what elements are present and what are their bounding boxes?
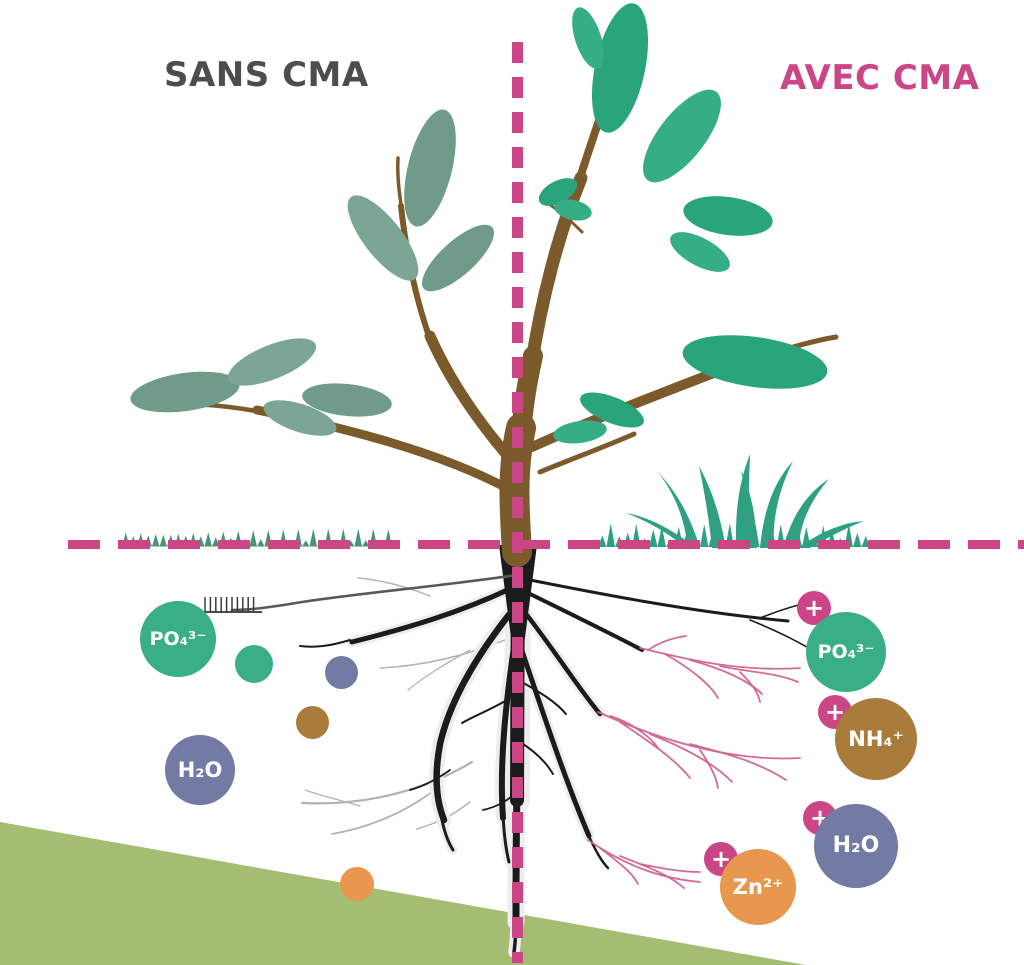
nutrient-label: H₂O bbox=[832, 833, 880, 858]
leaf-icon bbox=[347, 195, 419, 281]
leaf-icon bbox=[227, 338, 317, 386]
nutrient-bubble-h2o-left: H₂O bbox=[165, 735, 235, 805]
soil-wedge bbox=[0, 822, 806, 965]
nutrient-label: H₂O bbox=[177, 757, 223, 782]
leaf-icon bbox=[670, 232, 730, 272]
nutrient-bubble-dot-brown-left bbox=[296, 706, 329, 739]
label-sans-cma: SANS CMA bbox=[164, 55, 369, 95]
leaf-icon bbox=[263, 400, 337, 436]
tree-leaves bbox=[130, 3, 828, 444]
nutrient-bubble-dot-orange-left bbox=[340, 867, 374, 901]
leaf-icon bbox=[553, 420, 607, 444]
nutrient-bubble-zn-right: Zn²⁺ bbox=[720, 849, 796, 925]
nutrient-bubble-po4-right: PO₄³⁻ bbox=[806, 612, 886, 692]
label-avec-cma: AVEC CMA bbox=[780, 58, 980, 98]
leaf-icon bbox=[572, 7, 604, 69]
nutrient-bubble-nh4-right: NH₄⁺ bbox=[835, 698, 917, 780]
leaf-icon bbox=[591, 3, 649, 133]
nutrient-bubble-h2o-right: H₂O bbox=[814, 804, 898, 888]
nutrient-label: PO₄³⁻ bbox=[149, 627, 207, 650]
grass-tuft-icon bbox=[626, 454, 864, 548]
mycorrhizae-hyphae-icon bbox=[587, 635, 801, 889]
leaf-icon bbox=[130, 371, 240, 413]
leaf-icon bbox=[404, 109, 456, 227]
divider-vertical-dashed bbox=[512, 42, 523, 963]
leaf-icon bbox=[643, 89, 721, 183]
nutrient-bubble-dot-blue-left bbox=[325, 656, 358, 689]
nutrient-bubble-po4-left: PO₄³⁻ bbox=[140, 601, 216, 677]
leaf-icon bbox=[580, 392, 644, 428]
nutrient-label: NH₄⁺ bbox=[848, 726, 904, 751]
tree-branches bbox=[147, 12, 839, 567]
divider-horizontal-dashed bbox=[68, 540, 1024, 549]
nutrient-label: PO₄³⁻ bbox=[817, 640, 875, 663]
leaf-icon bbox=[554, 199, 592, 221]
leaf-icon bbox=[683, 196, 773, 236]
root-hairs-icon bbox=[204, 597, 262, 613]
left-root-network bbox=[300, 577, 506, 835]
leaf-icon bbox=[421, 224, 495, 292]
leaf-icon bbox=[682, 335, 828, 389]
leaf-icon bbox=[538, 178, 578, 206]
nutrient-label: Zn²⁺ bbox=[732, 874, 784, 899]
leaf-icon bbox=[302, 383, 392, 417]
nutrient-bubble-dot-green-left bbox=[235, 645, 273, 683]
